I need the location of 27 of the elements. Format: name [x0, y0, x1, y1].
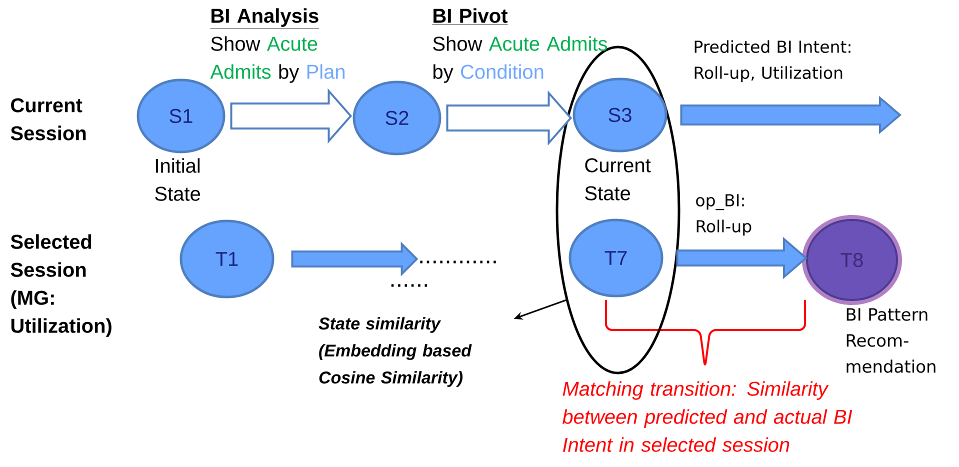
edge-label: BI Pivot [432, 8, 508, 24]
ellipsis-text: ...... [391, 284, 428, 287]
annotation-text: Matching transition: Similarity between predicted and actual BI Intent in selected session [562, 381, 852, 452]
label: Plan [307, 64, 344, 79]
block-arrow [680, 96, 902, 134]
row-heading: Current Session [10, 98, 86, 140]
label: by [433, 64, 454, 83]
block-arrow [291, 242, 418, 276]
edge-label: Predicted BI Intent: Roll-up, Utilization [694, 40, 850, 82]
label: by [279, 64, 300, 83]
edge-label: BI Analysis [210, 8, 320, 28]
ellipsis-text: ............ [420, 260, 496, 264]
note-text: State similarity (Embedding based Cosine Similarity) [318, 317, 472, 387]
state-caption: Initial State [155, 158, 200, 201]
row-heading: Selected Session (MG: Utilization) [10, 234, 112, 337]
label: Acute [266, 36, 318, 51]
label: Admits [210, 64, 271, 79]
label: Show [211, 36, 260, 51]
state-caption: Current State [585, 158, 651, 200]
label: Show [433, 36, 482, 51]
label: Acute Admits [488, 36, 608, 51]
state-caption: BI Pattern Recom- mendation [846, 308, 936, 373]
edge-label: op_BI: Roll-up [696, 194, 752, 236]
block-arrow [676, 236, 808, 280]
block-arrow [446, 90, 572, 146]
block-arrow [230, 88, 352, 144]
label: Condition [461, 64, 544, 79]
